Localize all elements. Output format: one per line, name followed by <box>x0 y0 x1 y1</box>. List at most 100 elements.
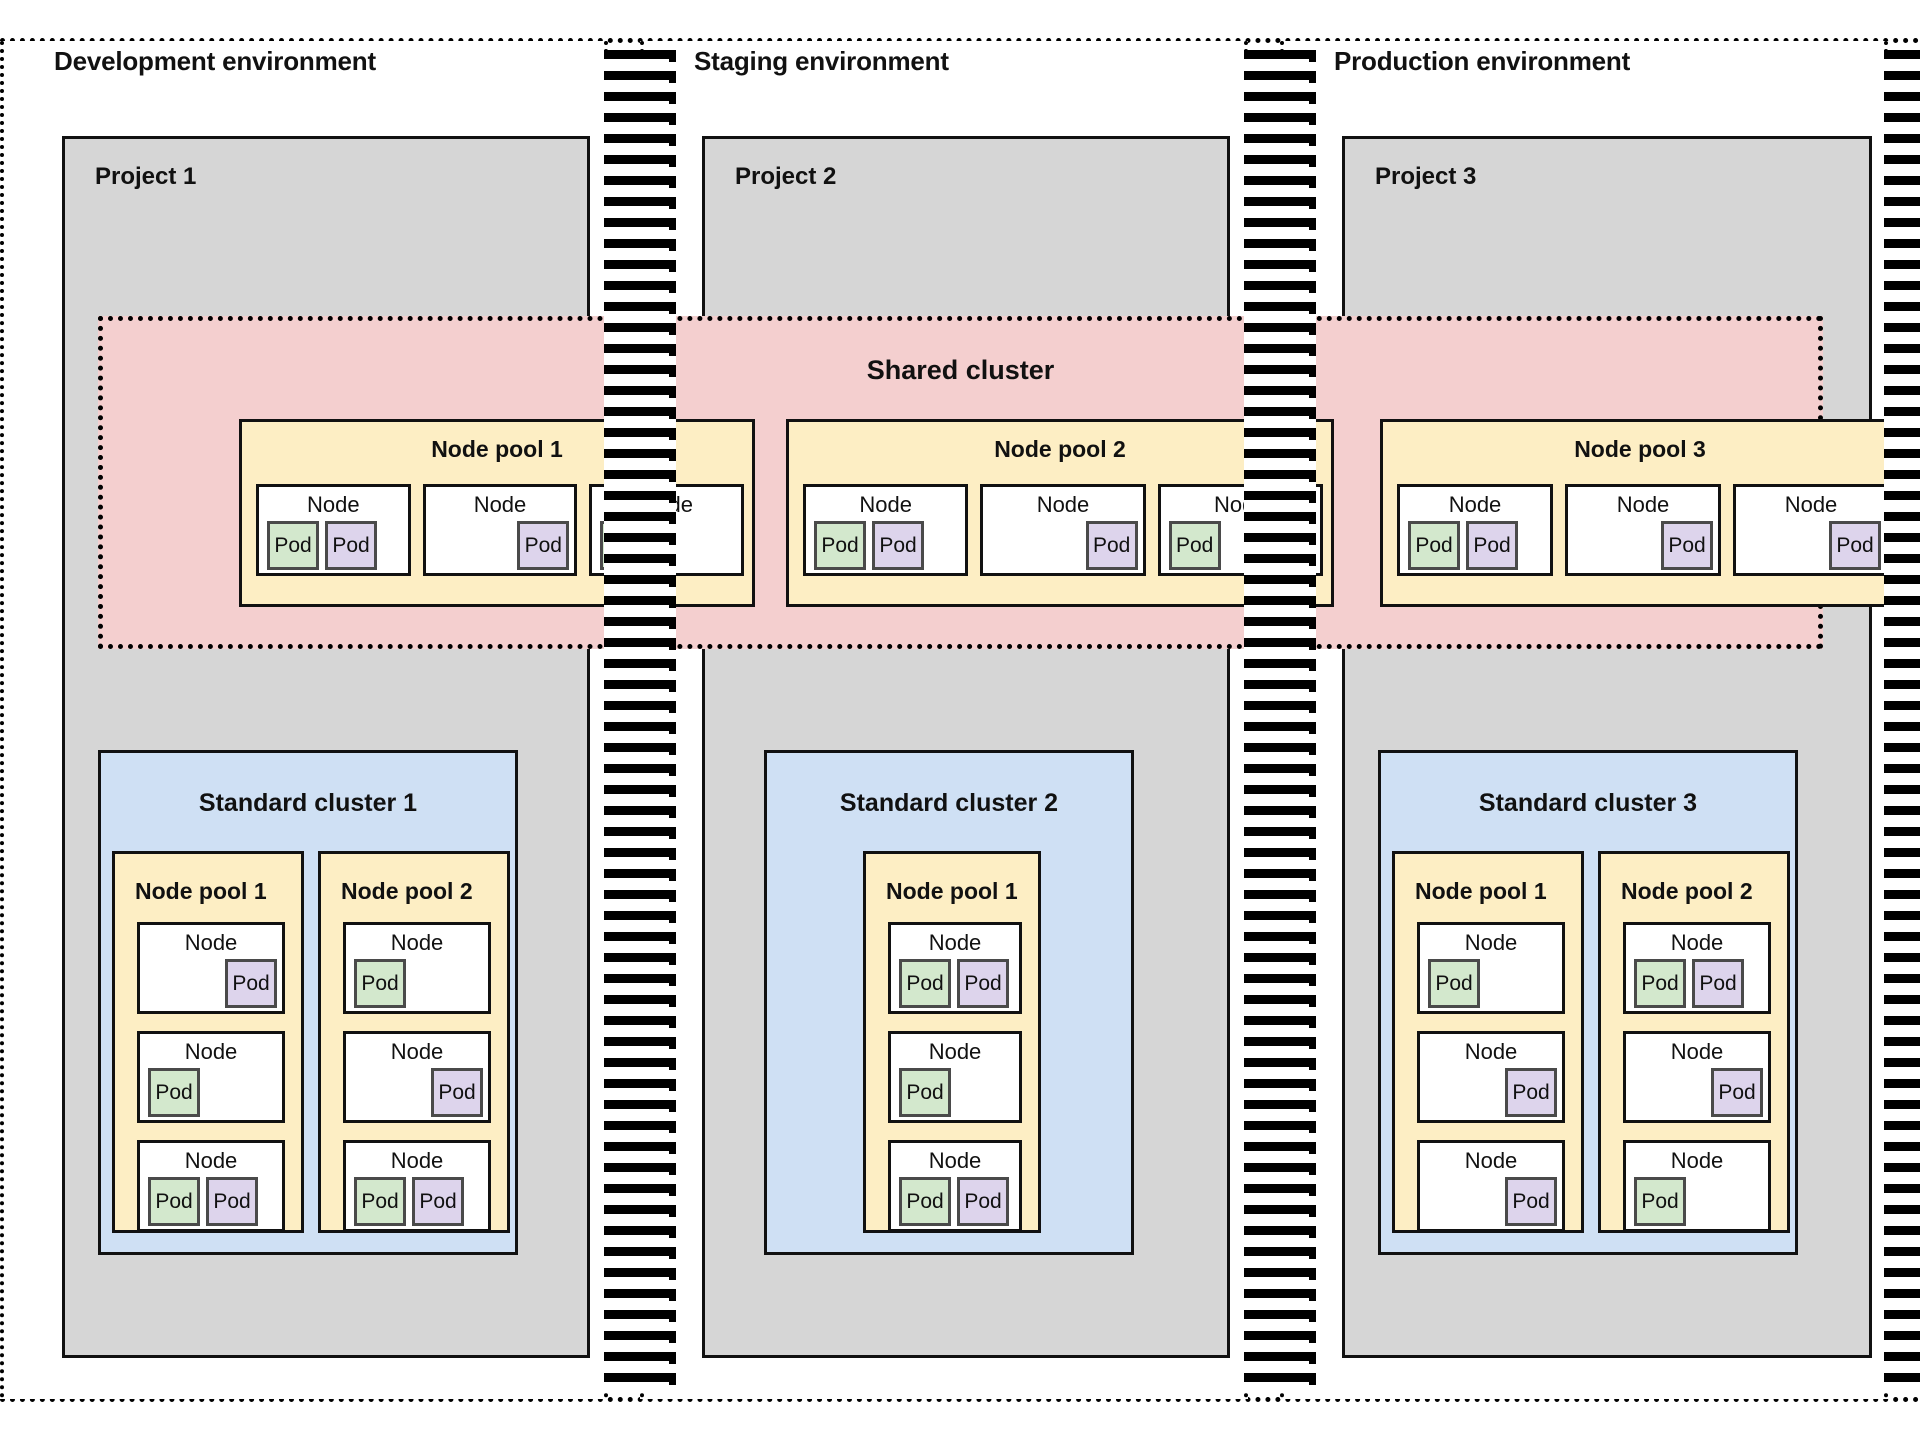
environment-title-1: Development environment <box>54 46 376 76</box>
pod-purple[interactable]: Pod <box>957 959 1009 1008</box>
standard-cluster-title-2: Standard cluster 2 <box>839 789 1059 817</box>
pod-purple[interactable]: Pod <box>1829 521 1881 570</box>
shared-node-pool-title-2: Node pool 2 <box>994 436 1126 462</box>
pod-green[interactable]: Pod <box>354 1177 406 1226</box>
pod-purple[interactable]: Pod <box>1085 521 1138 570</box>
pod-green[interactable]: Pod <box>1428 959 1480 1008</box>
node-label: Node <box>473 492 527 517</box>
pod-green[interactable]: Pod <box>148 1177 200 1226</box>
project-title-1: Project 1 <box>95 163 197 190</box>
node-pool-title: Node pool 1 <box>1415 878 1547 904</box>
pod-purple[interactable]: Pod <box>872 521 924 570</box>
pod-purple[interactable]: Pod <box>1466 521 1518 570</box>
pod-green[interactable]: Pod <box>814 521 866 570</box>
standard-cluster-title-3: Standard cluster 3 <box>1478 789 1698 817</box>
pod-green[interactable]: Pod <box>899 959 951 1008</box>
node-label: Node <box>1616 492 1670 517</box>
shared-cluster-title: Shared cluster <box>866 355 1055 385</box>
pod-green[interactable]: Pod <box>899 1068 951 1117</box>
pod-purple[interactable]: Pod <box>412 1177 464 1226</box>
project-title-3: Project 3 <box>1375 163 1477 190</box>
node-pool-title: Node pool 2 <box>341 878 473 904</box>
node-label: Node <box>1036 492 1090 517</box>
node-label: Node <box>184 1039 238 1064</box>
shared-node-pool-title-1: Node pool 1 <box>431 436 563 462</box>
environment-title-3: Production environment <box>1334 46 1631 76</box>
pod-green[interactable]: Pod <box>1634 1177 1686 1226</box>
standard-cluster-title-1: Standard cluster 1 <box>198 789 418 817</box>
pod-green[interactable]: Pod <box>267 521 319 570</box>
node-pool-title: Node pool 2 <box>1621 878 1753 904</box>
node-pool-title: Node pool 1 <box>135 878 267 904</box>
node-label: Node <box>1670 1148 1724 1173</box>
pod-purple[interactable]: Pod <box>1505 1177 1557 1226</box>
pod-purple[interactable]: Pod <box>1692 959 1744 1008</box>
pod-green[interactable]: Pod <box>1168 521 1221 570</box>
node-label: Node <box>1448 492 1502 517</box>
pod-purple[interactable]: Pod <box>517 521 570 570</box>
node-label: Node <box>390 1148 444 1173</box>
shared-node-pool-title-3: Node pool 3 <box>1574 436 1706 462</box>
pod-green[interactable]: Pod <box>1634 959 1686 1008</box>
environment-separator-2 <box>1244 50 1316 1392</box>
node-label: Node <box>1670 1039 1724 1064</box>
pod-purple[interactable]: Pod <box>325 521 377 570</box>
pod-purple[interactable]: Pod <box>431 1068 483 1117</box>
pod-green[interactable]: Pod <box>899 1177 951 1226</box>
node-label: Node <box>1670 930 1724 955</box>
node-label: Node <box>1464 930 1518 955</box>
pod-green[interactable]: Pod <box>148 1068 200 1117</box>
node-label: Node <box>307 492 360 517</box>
pod-green[interactable]: Pod <box>1408 521 1460 570</box>
node-label: Node <box>859 492 912 517</box>
node-pool-title: Node pool 1 <box>886 878 1018 904</box>
node-label: Node <box>1464 1039 1518 1064</box>
pod-purple[interactable]: Pod <box>225 959 277 1008</box>
node-label: Node <box>390 930 444 955</box>
pod-green[interactable]: Pod <box>354 959 406 1008</box>
pod-purple[interactable]: Pod <box>1505 1068 1557 1117</box>
pod-purple[interactable]: Pod <box>957 1177 1009 1226</box>
pod-purple[interactable]: Pod <box>206 1177 258 1226</box>
pod-purple[interactable]: Pod <box>1711 1068 1763 1117</box>
node-label: Node <box>184 930 238 955</box>
node-label: Node <box>1784 492 1838 517</box>
node-label: Node <box>184 1148 238 1173</box>
pod-purple[interactable]: Pod <box>1661 521 1713 570</box>
